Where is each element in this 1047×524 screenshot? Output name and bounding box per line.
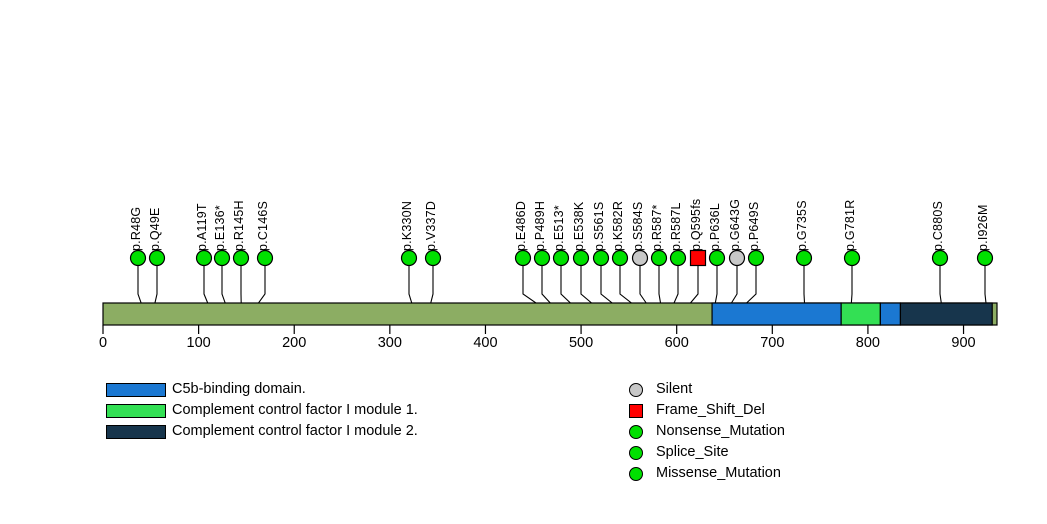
legend-domain-swatch[interactable] xyxy=(106,383,166,397)
legend-domain-swatch[interactable] xyxy=(106,404,166,418)
legend-mutation-marker[interactable] xyxy=(629,425,643,439)
axis-tick-label: 200 xyxy=(282,335,307,351)
lollipop-marker[interactable] xyxy=(552,249,570,267)
lollipop-marker[interactable] xyxy=(572,249,590,267)
mutation-label: p.Q595fs xyxy=(689,198,703,251)
lollipop-marker[interactable] xyxy=(424,249,442,267)
domain-rect-2[interactable] xyxy=(879,302,902,326)
lollipop-marker[interactable] xyxy=(400,249,418,267)
domain-rect-1[interactable] xyxy=(840,302,881,326)
lollipop-marker[interactable] xyxy=(232,249,250,267)
domain-rect-0[interactable] xyxy=(711,302,842,326)
legend-mutation-marker[interactable] xyxy=(629,446,643,460)
protein-backbone-track xyxy=(102,302,998,326)
domain-rect-3[interactable] xyxy=(899,302,993,326)
lollipop-marker[interactable] xyxy=(256,249,274,267)
legend-mutation-marker[interactable] xyxy=(629,404,643,418)
mutation-label: p.R145H xyxy=(232,200,246,251)
legend-mutation-label: Missense_Mutation xyxy=(656,465,781,481)
legend-domain-label: C5b-binding domain. xyxy=(172,381,306,397)
axis-tick-label: 600 xyxy=(664,335,689,351)
axis-tick-label: 700 xyxy=(760,335,785,351)
legend-mutation-marker[interactable] xyxy=(629,467,643,481)
mutation-label: p.A119T xyxy=(195,203,209,251)
lollipop-marker[interactable] xyxy=(728,249,746,267)
lollipop-marker[interactable] xyxy=(148,249,166,267)
lollipop-marker[interactable] xyxy=(843,249,861,267)
mutation-label: p.P636L xyxy=(708,203,722,251)
lollipop-marker[interactable] xyxy=(195,249,213,267)
axis-layer xyxy=(102,325,965,334)
lollipop-marker[interactable] xyxy=(611,249,629,267)
mutation-label: p.I926M xyxy=(976,204,990,251)
lollipop-marker[interactable] xyxy=(689,249,707,267)
mutation-label: p.E486D xyxy=(514,200,528,251)
mutation-label: p.K582R xyxy=(611,200,625,251)
mutation-label: p.C880S xyxy=(931,200,945,251)
mutation-label: p.Q49E xyxy=(148,207,162,251)
lollipop-marker[interactable] xyxy=(931,249,949,267)
lollipop-marker[interactable] xyxy=(650,249,668,267)
axis-tick-label: 800 xyxy=(855,335,880,351)
mutation-label: p.G735S xyxy=(795,200,809,251)
lollipop-marker[interactable] xyxy=(129,249,147,267)
legend-mutation-label: Splice_Site xyxy=(656,444,729,460)
lollipop-marker[interactable] xyxy=(669,249,687,267)
lollipop-marker[interactable] xyxy=(514,249,532,267)
axis-tick-label: 100 xyxy=(186,335,211,351)
legend-mutation-label: Nonsense_Mutation xyxy=(656,423,785,439)
mutation-label: p.G781R xyxy=(843,199,857,251)
mutation-label: p.P489H xyxy=(533,200,547,251)
axis-tick-label: 300 xyxy=(377,335,402,351)
lollipop-marker[interactable] xyxy=(795,249,813,267)
lollipop-marker[interactable] xyxy=(592,249,610,267)
mutation-label: p.R48G xyxy=(129,206,143,251)
mutation-label: p.E538K xyxy=(572,201,586,251)
lollipop-marker[interactable] xyxy=(533,249,551,267)
mutation-label: p.R587* xyxy=(650,204,664,251)
legend-mutation-marker[interactable] xyxy=(629,383,643,397)
lollipop-marker[interactable] xyxy=(631,249,649,267)
mutation-label: p.G643G xyxy=(728,198,742,251)
axis-tick-label: 900 xyxy=(951,335,976,351)
legend-domain-label: Complement control factor I module 2. xyxy=(172,423,418,439)
axis-tick-label: 500 xyxy=(568,335,594,351)
legend-domain-label: Complement control factor I module 1. xyxy=(172,402,418,418)
axis-tick-label: 0 xyxy=(98,335,108,351)
legend-domain-swatch[interactable] xyxy=(106,425,166,439)
lollipop-marker[interactable] xyxy=(213,249,231,267)
mutation-label: p.K330N xyxy=(400,200,414,251)
mutation-label: p.V337D xyxy=(424,200,438,251)
mutation-label: p.P649S xyxy=(747,201,761,251)
lollipop-markers-layer xyxy=(129,249,994,267)
lollipop-marker[interactable] xyxy=(747,249,765,267)
mutation-label: p.S561S xyxy=(592,201,606,251)
axis-tick-label: 400 xyxy=(473,335,498,351)
mutation-label: p.C146S xyxy=(256,200,270,251)
mutation-label: p.S584S xyxy=(631,201,645,251)
lollipop-marker[interactable] xyxy=(976,249,994,267)
mutation-label: p.E513* xyxy=(552,205,566,251)
lollipop-marker[interactable] xyxy=(708,249,726,267)
legend-mutation-label: Silent xyxy=(656,381,693,397)
legend-mutation-label: Frame_Shift_Del xyxy=(656,402,765,418)
mutation-label: p.E136* xyxy=(213,205,227,251)
mutation-label: p.R587L xyxy=(669,202,683,251)
